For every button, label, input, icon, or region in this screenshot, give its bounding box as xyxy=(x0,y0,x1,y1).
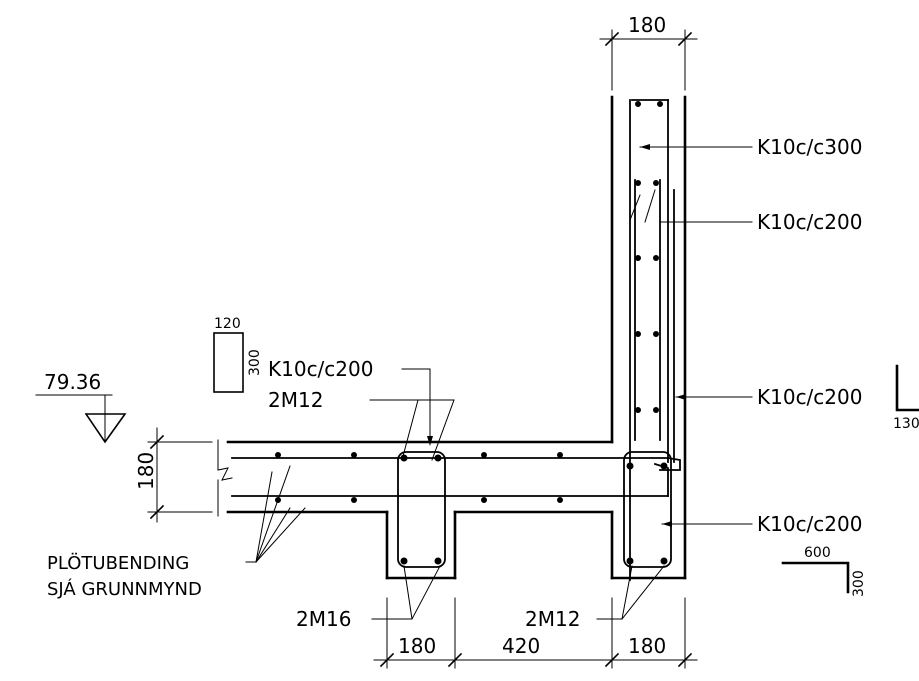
bar-dot xyxy=(351,452,357,458)
rebar-label-k10c200-right: K10c/c200 xyxy=(757,385,862,409)
bar-dot xyxy=(626,462,634,470)
bar-dot xyxy=(557,452,563,458)
dim-bottom-label-3: 180 xyxy=(628,634,666,658)
angle-symbol-lower xyxy=(781,561,850,594)
dim-bottom-label-1: 180 xyxy=(398,634,436,658)
dim-tick xyxy=(604,652,620,668)
leader-2m16-b xyxy=(411,565,441,620)
angle-width-label: 600 xyxy=(804,545,831,561)
bar-dot xyxy=(635,407,641,413)
rebar-label-k10c300: K10c/c300 xyxy=(757,135,862,159)
leader-k10c200-left xyxy=(401,368,431,441)
bar-dot xyxy=(434,557,442,565)
bar-dot xyxy=(653,407,659,413)
note-line-2: SJÁ GRUNNMYND xyxy=(47,578,202,600)
dim-tick xyxy=(677,31,693,47)
leader-2m12-bottom xyxy=(596,565,633,620)
slab-top-bar-hook xyxy=(659,456,681,471)
bar-dot xyxy=(275,452,281,458)
leader-2m16 xyxy=(371,565,413,620)
small-section-rect xyxy=(213,332,244,393)
bar-dot xyxy=(660,462,668,470)
beam2-stirrup xyxy=(623,451,672,568)
bar-dot xyxy=(635,101,641,107)
angle-symbol-upper xyxy=(895,364,919,412)
bar-dot xyxy=(557,497,563,503)
text-labels: 180 K10c/c300 K10c/c200 K10c/c200 K10c/c… xyxy=(44,13,919,658)
bar-dot xyxy=(400,454,408,462)
bar-dot xyxy=(660,557,668,565)
leader-k10c200-left-arrow xyxy=(427,436,433,446)
bar-dot xyxy=(626,557,634,565)
bar-dot xyxy=(434,454,442,462)
elevation-marker xyxy=(35,394,127,444)
wall-tie-1 xyxy=(629,194,641,221)
note-line-1: PLÖTUBENDING xyxy=(47,552,189,574)
leader-k10c300-arrow xyxy=(640,144,650,150)
bar-dot xyxy=(657,101,663,107)
dim-tick xyxy=(149,504,165,520)
rebar-label-k10c200-lower: K10c/c200 xyxy=(757,512,862,536)
small-rect-height-label: 300 xyxy=(247,349,263,376)
section-symbols xyxy=(213,332,919,594)
leader-note-d xyxy=(255,507,306,563)
leader-2m12-bottom-b xyxy=(621,565,665,620)
concrete-outline xyxy=(217,95,687,580)
rebar-label-2m12-bottom: 2M12 xyxy=(525,607,580,631)
rebar-label-k10c200-left: K10c/c200 xyxy=(268,357,373,381)
leader-lines xyxy=(245,144,753,620)
rebar-label-k10c200-upper: K10c/c200 xyxy=(757,210,862,234)
dimension-lines xyxy=(147,29,698,669)
leader-2m12-top xyxy=(369,399,455,461)
leader-note-c xyxy=(255,507,291,563)
bar-dot xyxy=(653,180,659,186)
dim-tick xyxy=(149,434,165,450)
dim-tick xyxy=(604,31,620,47)
bar-dot xyxy=(635,255,641,261)
break-line-zigzag xyxy=(217,467,233,481)
bar-dot xyxy=(351,497,357,503)
slab-bottom-bar-hook xyxy=(653,462,669,497)
bar-dots xyxy=(275,101,668,565)
elevation-label: 79.36 xyxy=(44,370,101,394)
small-rect-width-label: 120 xyxy=(214,316,241,332)
leader-note-b xyxy=(255,471,273,563)
leader-k10c200-right-arrow xyxy=(676,394,686,400)
bar-dot xyxy=(400,557,408,565)
dim-tick xyxy=(447,652,463,668)
reinforcement-bars xyxy=(231,99,681,581)
dim-bottom-label-2: 420 xyxy=(502,634,540,658)
beam1-stirrup xyxy=(397,451,446,568)
rebar-label-2m16: 2M16 xyxy=(296,607,351,631)
angle-height-label: 300 xyxy=(851,570,867,597)
dim-slab-label: 180 xyxy=(134,452,158,490)
wall-tie-2 xyxy=(644,189,656,223)
leader-2m12-top-b xyxy=(401,399,419,461)
bar-dot xyxy=(481,452,487,458)
bar-dot xyxy=(481,497,487,503)
bar-dot xyxy=(653,255,659,261)
bar-dot xyxy=(653,331,659,337)
dim-wall-top-label: 180 xyxy=(628,13,666,37)
edge-label: 130 xyxy=(893,416,919,432)
leader-k10c200-lower-arrow xyxy=(662,521,672,527)
dim-tick xyxy=(677,652,693,668)
bar-dot xyxy=(635,180,641,186)
leader-note xyxy=(245,465,291,563)
dim-tick xyxy=(379,652,395,668)
rebar-label-2m12-top: 2M12 xyxy=(268,388,323,412)
bar-dot xyxy=(635,331,641,337)
